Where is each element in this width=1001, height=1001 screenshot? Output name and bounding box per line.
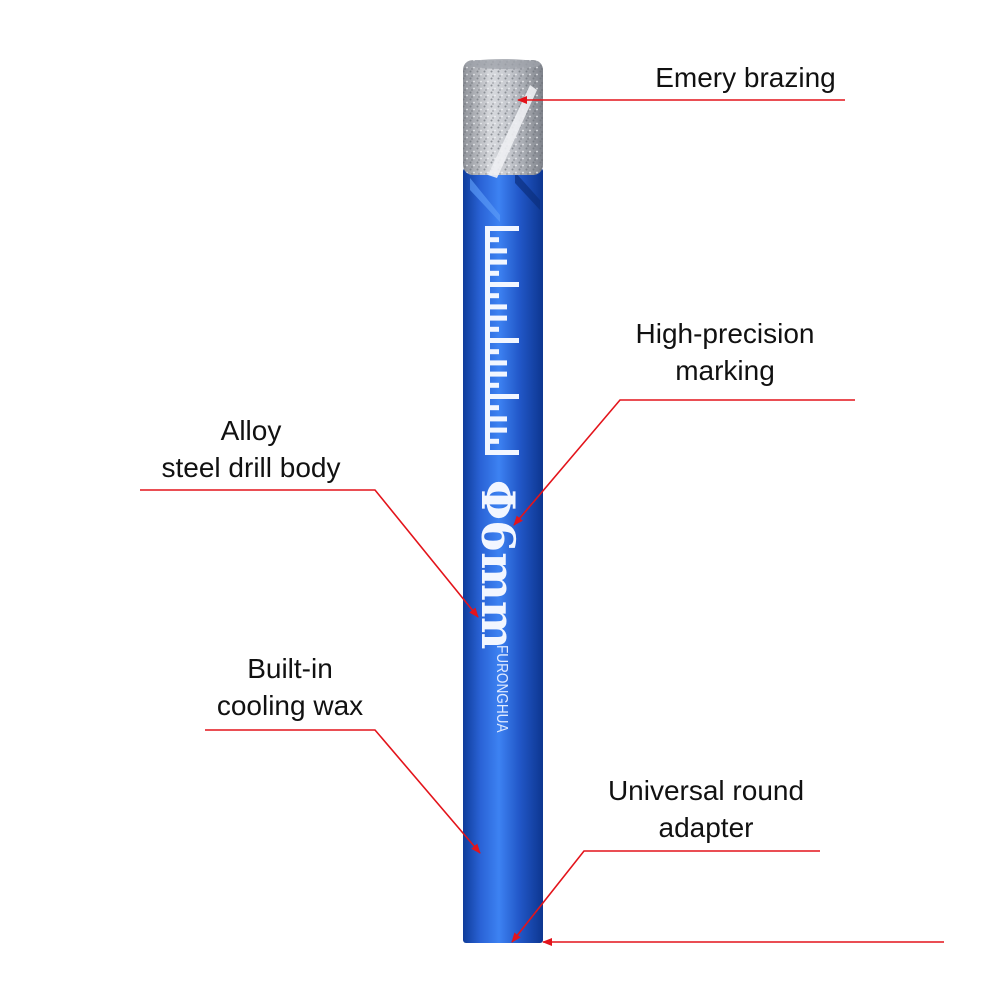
scale-tick [485, 394, 519, 399]
scale-tick [485, 405, 499, 411]
scale-tick [485, 259, 507, 265]
emery-head [463, 59, 543, 178]
drill-bit: Φ6mm FURONGHUA [463, 59, 543, 943]
scale-tick [485, 315, 507, 321]
scale-tick [485, 226, 519, 231]
scale-tick [485, 270, 499, 276]
shaft-flute-detail [515, 172, 540, 210]
scale-tick [485, 326, 499, 332]
scale-tick [485, 237, 499, 243]
scale-spine [485, 226, 490, 455]
brand-marking: FURONGHUA [493, 645, 510, 733]
scale-tick [485, 248, 507, 254]
shaft-flute-detail [470, 178, 500, 222]
scale-tick [485, 282, 519, 287]
scale-tick [485, 438, 499, 444]
callout-text: Alloy [220, 415, 282, 446]
graduated-scale-marks [485, 226, 519, 455]
callout-text: Emery brazing [655, 62, 836, 93]
callout-text: Built-in [247, 653, 333, 684]
head-groove [488, 85, 537, 178]
scale-tick [485, 416, 507, 422]
callout-label-wax: Built-in cooling wax [200, 650, 380, 724]
scale-tick [485, 427, 507, 433]
scale-tick [485, 360, 507, 366]
leader-line-marking [513, 399, 855, 526]
callout-text: cooling wax [216, 690, 364, 721]
diameter-marking: Φ6mm [471, 480, 525, 649]
callout-text: High-precision [635, 318, 815, 349]
callout-label-emery: Emery brazing [643, 59, 848, 96]
callout-text: steel drill body [161, 452, 341, 483]
scale-tick [485, 450, 519, 455]
callout-label-marking: High-precision marking [612, 315, 838, 389]
callout-leaders [140, 96, 944, 946]
drill-shaft [463, 168, 543, 943]
scale-tick [485, 349, 499, 355]
leader-line-wax [205, 729, 481, 854]
callout-text: Universal round [607, 775, 805, 806]
scale-tick [485, 382, 499, 388]
callout-text: marking [675, 355, 775, 386]
scale-tick [485, 338, 519, 343]
callout-label-adapter: Universal round adapter [590, 772, 822, 846]
scale-tick [485, 371, 507, 377]
callout-label-alloy: Alloy steel drill body [140, 412, 362, 486]
scale-tick [485, 304, 507, 310]
callout-text: adapter [658, 812, 754, 843]
scale-tick [485, 293, 499, 299]
leader-line-adapter [511, 850, 820, 943]
leader-line-alloy [140, 489, 479, 618]
